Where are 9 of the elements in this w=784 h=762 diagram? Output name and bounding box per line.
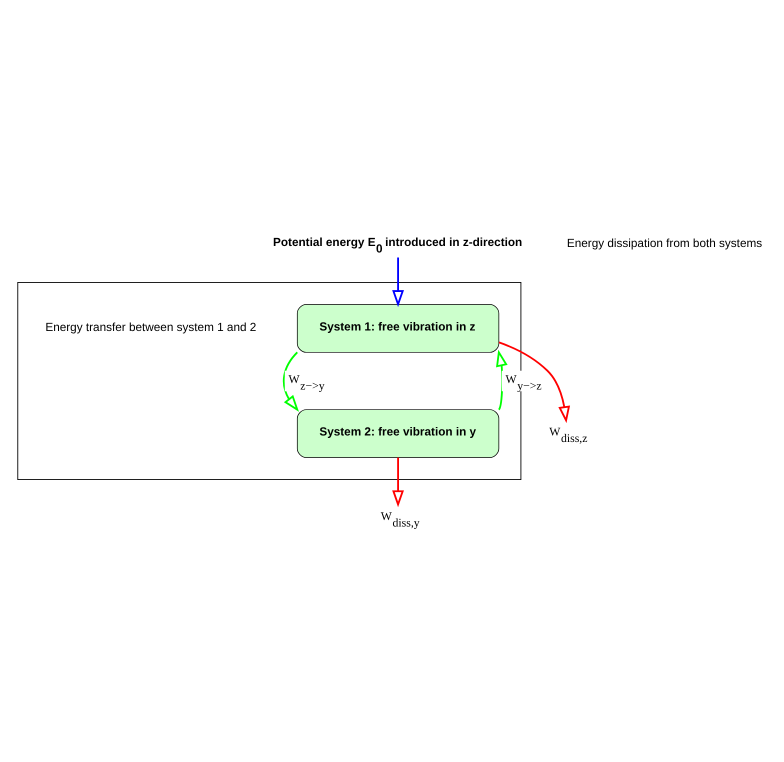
label: Energy dissipation from both systems <box>566 236 762 250</box>
node-box: System 2: free vibration in y <box>296 409 500 458</box>
node-box: System 1: free vibration in z <box>296 304 500 353</box>
arrow <box>282 352 300 412</box>
arrow <box>392 458 404 508</box>
arrow <box>392 258 404 308</box>
arrow <box>498 342 570 424</box>
arrow <box>496 350 508 410</box>
label: Energy transfer between system 1 and 2 <box>45 321 256 334</box>
